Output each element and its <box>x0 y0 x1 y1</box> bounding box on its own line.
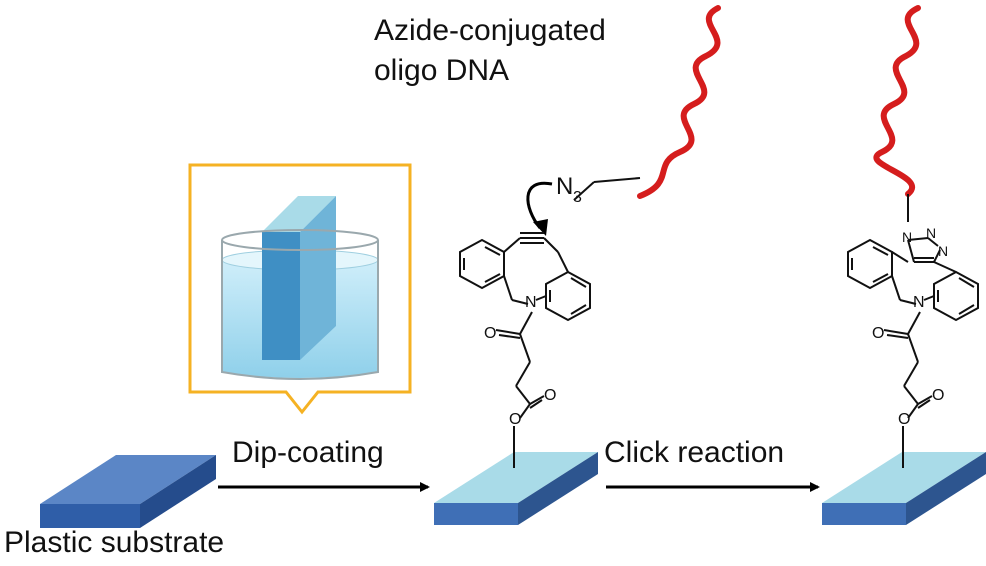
azide-n-label: N <box>556 173 573 200</box>
triazole-product-molecule <box>847 237 979 419</box>
plastic-substrate <box>40 455 216 528</box>
atom-labels: N 3 N O O O N N N N O O O <box>484 173 948 428</box>
plastic-substrate-label: Plastic substrate <box>4 526 225 559</box>
dna-strand-middle <box>573 5 721 201</box>
ester-carbonyl-o-label: O <box>544 387 556 404</box>
curved-attack-arrow <box>526 181 553 236</box>
coating-slide <box>262 196 336 360</box>
beaker-icon <box>221 196 379 380</box>
coated-substrate-right <box>822 426 986 525</box>
dna-strand-right <box>873 5 921 222</box>
dbco-molecule <box>459 232 591 419</box>
click-reaction-label: Click reaction <box>604 436 785 469</box>
coated-substrate-middle <box>434 426 598 525</box>
triazole-n1-label: N <box>902 229 912 245</box>
ester-o-label: O <box>509 411 521 428</box>
amide-n2-label: N <box>913 294 925 311</box>
dna-title-line2: oligo DNA <box>374 54 510 87</box>
ester-o2-label: O <box>898 411 910 428</box>
amide-n-label: N <box>525 294 537 311</box>
ester-carbonyl-o2-label: O <box>932 387 944 404</box>
triazole-n3-label: N <box>938 243 948 259</box>
triazole-n2-label: N <box>926 225 936 241</box>
carbonyl-o-label: O <box>484 325 496 342</box>
carbonyl-o2-label: O <box>872 325 884 342</box>
dip-coating-callout <box>188 163 412 415</box>
azide-subscript: 3 <box>573 189 582 206</box>
dna-title-line1: Azide-conjugated <box>374 14 606 47</box>
dip-coating-label: Dip-coating <box>232 436 384 469</box>
